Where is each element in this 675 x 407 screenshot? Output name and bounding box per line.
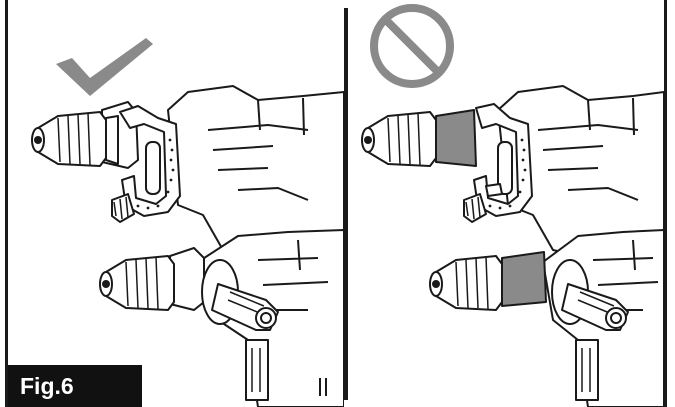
hammer-drill-bottom	[99, 229, 344, 407]
hammer-drill-top	[31, 85, 344, 261]
hammer-drill-bottom-incorrect	[429, 229, 664, 407]
side-handle	[119, 105, 181, 217]
left-border	[5, 0, 8, 407]
checkmark-icon	[56, 38, 153, 96]
prohibited-icon	[370, 4, 454, 88]
panel-divider	[344, 8, 348, 400]
small-mark	[319, 378, 327, 396]
figure-label: Fig.6	[8, 365, 142, 407]
correct-usage-panel: Fig.6	[8, 0, 344, 407]
chuck	[37, 111, 107, 167]
hammer-drill-top-incorrect	[361, 85, 664, 261]
collar-grip-shaded-bottom	[501, 251, 547, 307]
right-border	[664, 0, 667, 407]
incorrect-usage-panel	[348, 0, 664, 407]
collar-grip-shaded	[435, 109, 477, 167]
